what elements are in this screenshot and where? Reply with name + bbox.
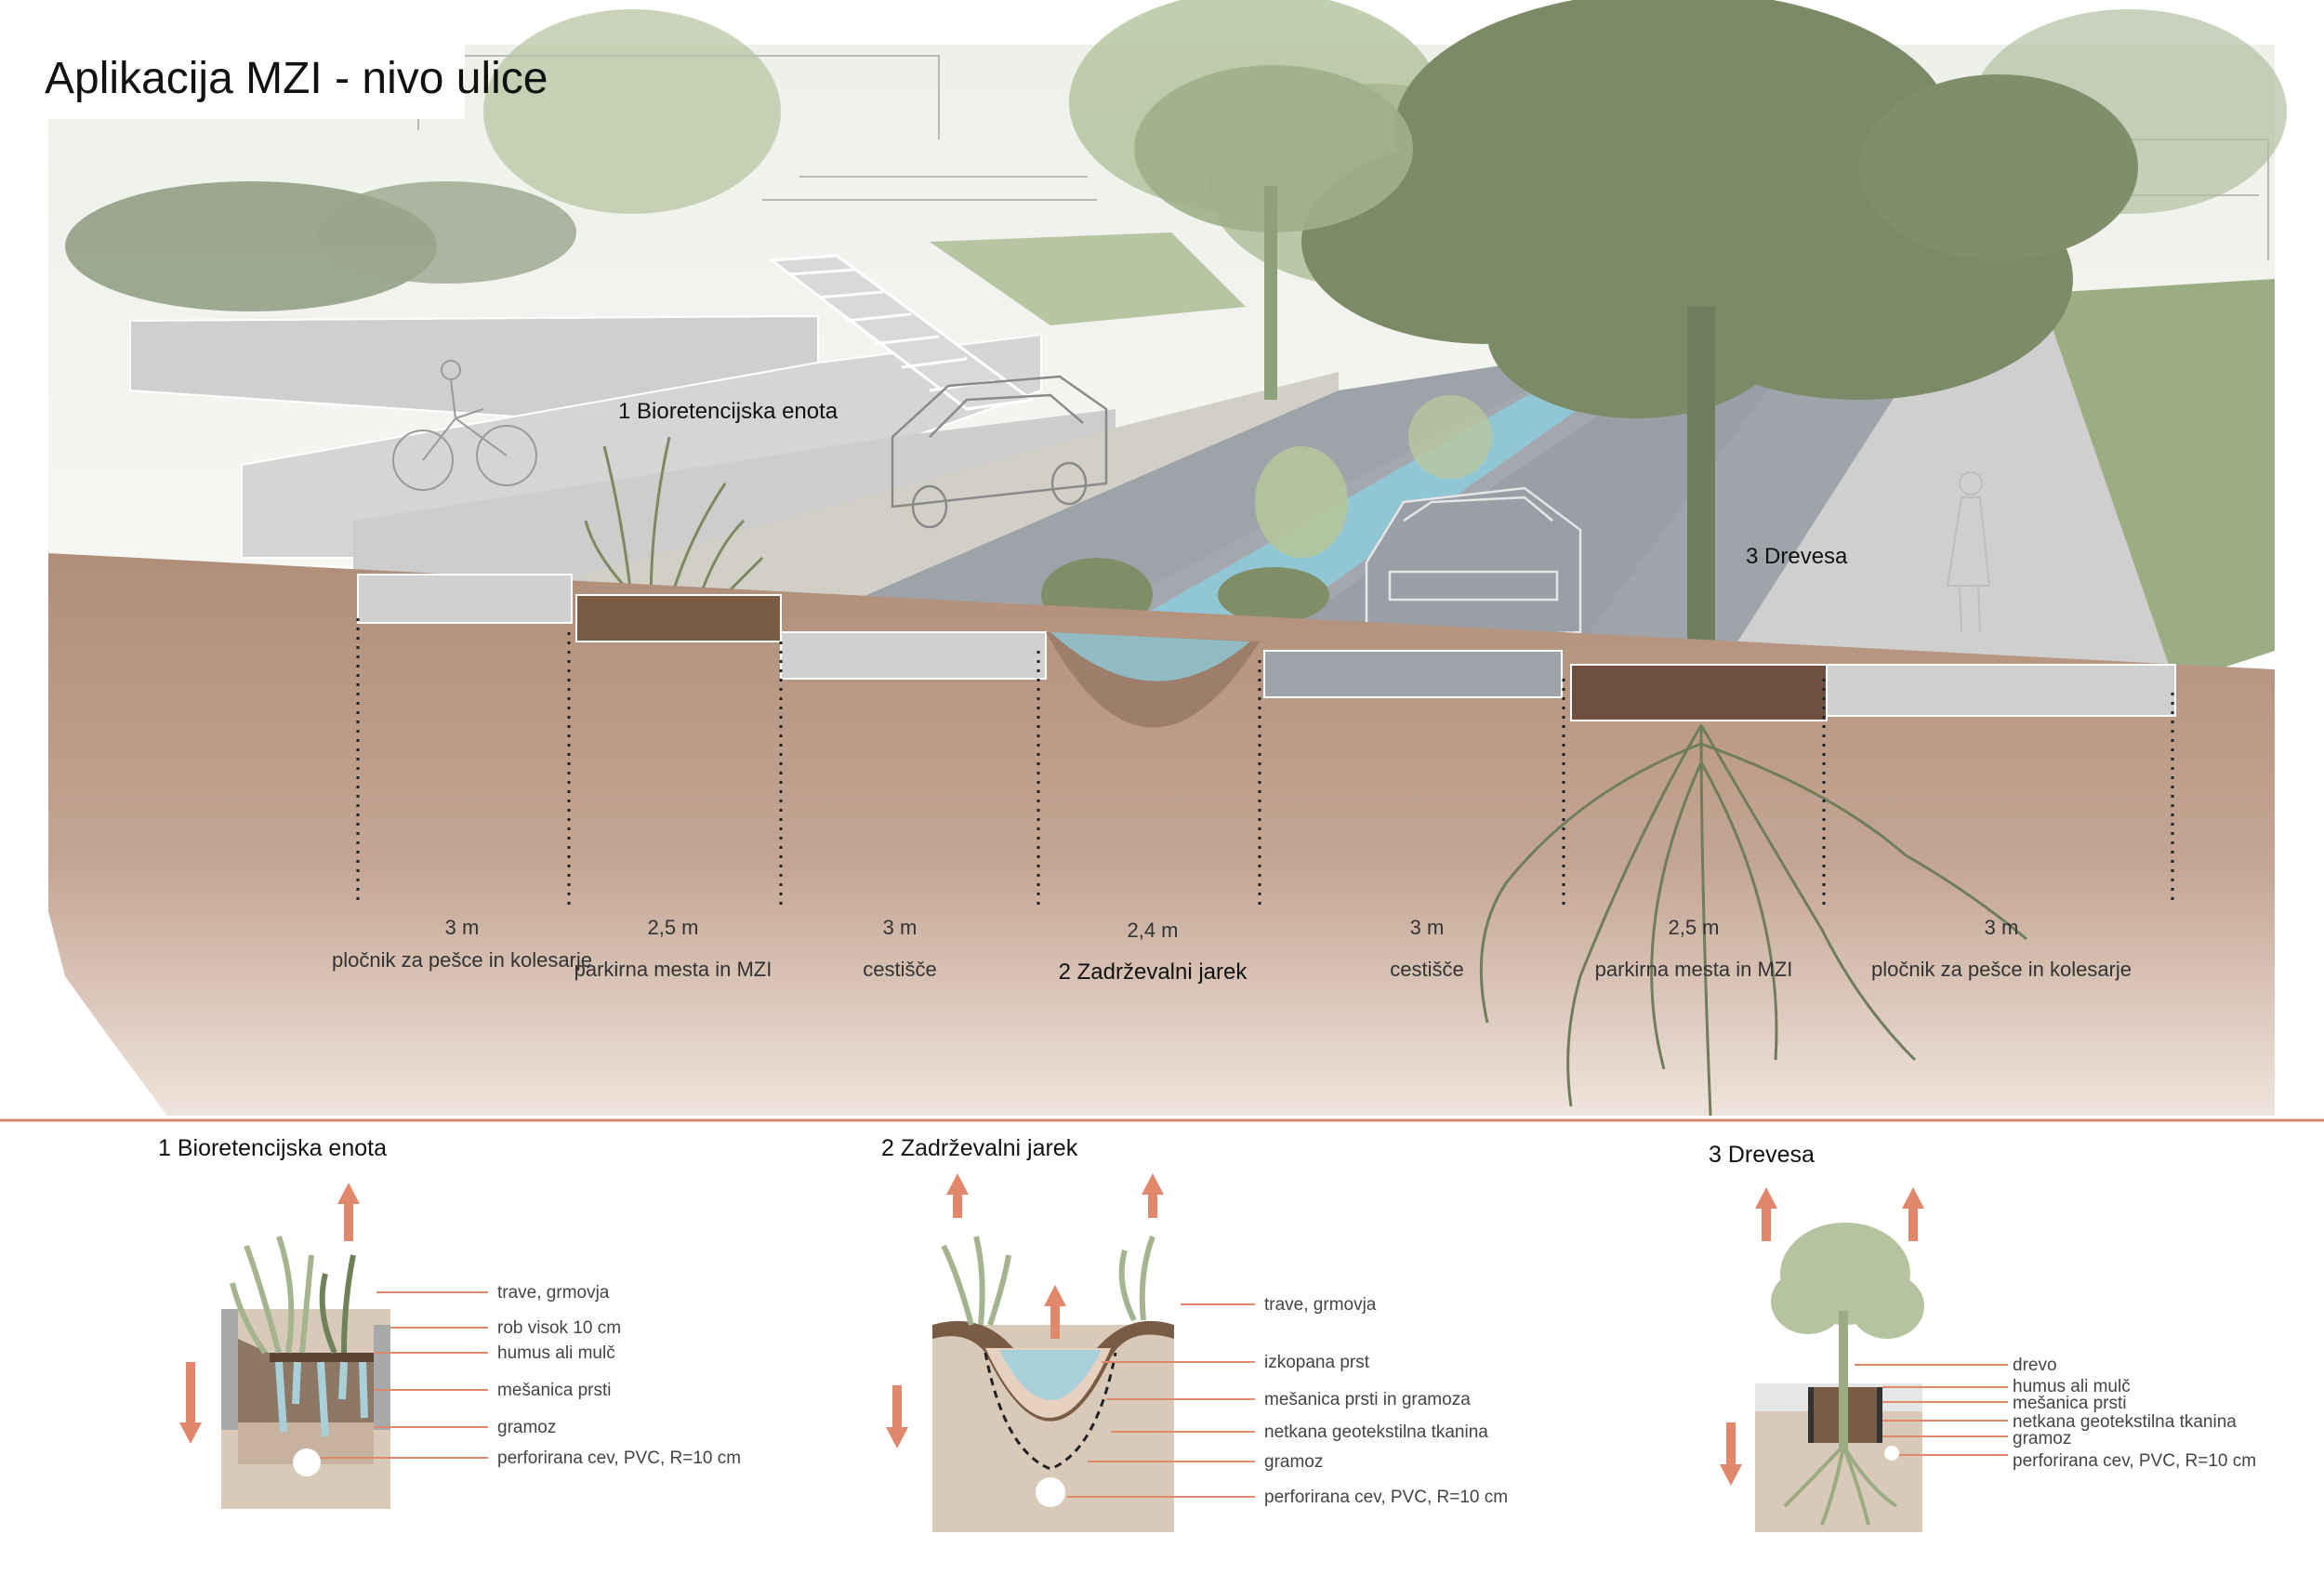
street-tree-mid <box>1134 65 1413 400</box>
layer-label: perforirana cev, PVC, R=10 cm <box>2013 1451 2256 1471</box>
section-label: pločnik za pešce in kolesarje <box>1871 958 2132 981</box>
layer-label: netkana geotekstilna tkanina <box>2013 1412 2237 1432</box>
detail-bioretention: 1 Bioretencijska enota trave, grmov <box>158 1135 741 1509</box>
sidewalk-right <box>1720 307 2175 683</box>
ditch-water <box>1050 632 1250 681</box>
layer-label: mešanica prsti in gramoza <box>1264 1390 1471 1409</box>
section-dividers <box>356 618 2174 906</box>
detail-ditch: 2 Zadrževalni jarek <box>881 1135 1508 1532</box>
layer-label: rob visok 10 cm <box>497 1318 621 1338</box>
section-label: parkirna mesta in MZI <box>1595 958 1793 981</box>
section-label: pločnik za pešce in kolesarje <box>332 948 592 972</box>
stairs <box>767 254 1036 411</box>
layer-label: perforirana cev, PVC, R=10 cm <box>497 1448 741 1468</box>
layer-label: izkopana prst <box>1264 1353 1370 1372</box>
layer-label: mešanica prsti <box>2013 1394 2127 1413</box>
pedestrian-figure <box>1946 471 1991 633</box>
section-label: cestišče <box>863 958 936 981</box>
section-label: parkirna mesta in MZI <box>574 958 772 981</box>
layer-label: gramoz <box>1264 1452 1323 1472</box>
detail-title: 2 Zadrževalni jarek <box>881 1135 1078 1161</box>
surface-edges <box>357 574 2176 721</box>
layer-label: humus ali mulč <box>497 1343 615 1363</box>
section-width: 3 m <box>1410 916 1445 939</box>
layer-label: gramoz <box>2013 1429 2071 1448</box>
detail-title: 3 Drevesa <box>1709 1142 1815 1168</box>
section-label: cestišče <box>1390 958 1463 981</box>
layer-label: humus ali mulč <box>2013 1377 2131 1396</box>
car-front <box>1365 486 1582 643</box>
layer-label: trave, grmovja <box>497 1283 610 1303</box>
tree-roots <box>1479 724 2027 1117</box>
section-width: 3 m <box>883 916 918 939</box>
title-panel <box>28 45 465 119</box>
big-tree <box>1301 0 2138 725</box>
section-label-ditch: 2 Zadrževalni jarek <box>1059 959 1248 985</box>
page-title: Aplikacija MZI - nivo ulice <box>45 54 548 103</box>
layer-label: netkana geotekstilna tkanina <box>1264 1422 1488 1442</box>
car-back <box>891 375 1108 529</box>
layer-label: trave, grmovja <box>1264 1295 1377 1315</box>
detail-title: 1 Bioretencijska enota <box>158 1135 387 1161</box>
detail-tree-crown <box>1771 1223 1924 1339</box>
layer-label: gramoz <box>497 1418 556 1437</box>
section-width: 3 m <box>445 916 480 939</box>
callout-trees: 3 Drevesa <box>1746 544 1848 569</box>
layer-label: perforirana cev, PVC, R=10 cm <box>1264 1488 1508 1507</box>
layer-label: mešanica prsti <box>497 1381 612 1400</box>
section-width: 2,5 m <box>647 916 698 939</box>
cyclist-figure <box>392 360 537 491</box>
section-width: 2,4 m <box>1127 919 1178 942</box>
section-width: 2,5 m <box>1668 916 1719 939</box>
street-section-scene <box>48 0 2287 1117</box>
layer-label: drevo <box>2013 1356 2057 1375</box>
detail-trees: 3 Drevesa <box>1709 1142 2256 1532</box>
section-width: 3 m <box>1985 916 2019 939</box>
section-labels: 3 m pločnik za pešce in kolesarje 2,5 m … <box>332 916 2132 985</box>
bike-path-ramp <box>241 333 1042 559</box>
callout-bioretention: 1 Bioretencijska enota <box>618 399 838 424</box>
